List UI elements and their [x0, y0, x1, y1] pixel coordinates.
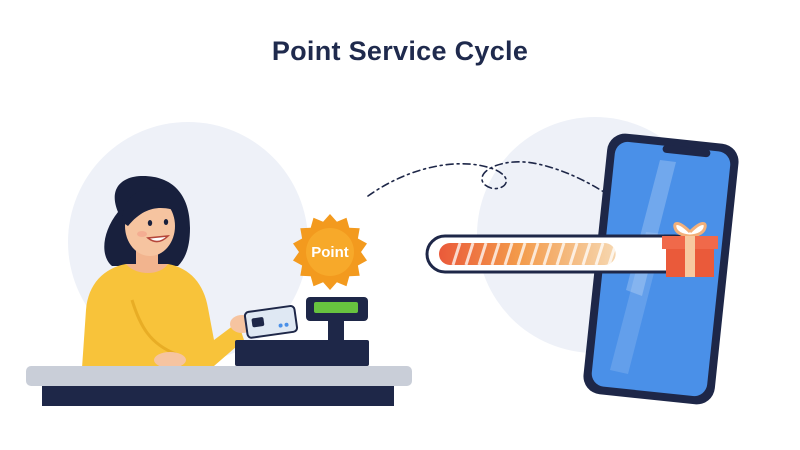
progress-stripe [477, 243, 488, 265]
progress-stripe [555, 243, 566, 265]
progress-stripe [516, 243, 527, 265]
card-icon [243, 305, 299, 339]
badge-label: Point [311, 244, 349, 261]
card-reader-icon [235, 297, 369, 366]
progress-stripe [451, 243, 462, 265]
progress-bar [425, 234, 695, 274]
gift-icon [662, 222, 718, 277]
progress-stripe [594, 243, 605, 265]
progress-stripe [503, 243, 514, 265]
progress-stripe [581, 243, 592, 265]
point-badge-icon: Point [293, 214, 367, 290]
progress-stripe [490, 243, 501, 265]
progress-stripe [568, 243, 579, 265]
progress-stripe [542, 243, 553, 265]
woman-cashier-icon [82, 176, 254, 368]
progress-fill [439, 243, 616, 265]
progress-stripe [464, 243, 475, 265]
progress-stripe [529, 243, 540, 265]
counter [26, 366, 412, 406]
page-title: Point Service Cycle [271, 36, 529, 66]
